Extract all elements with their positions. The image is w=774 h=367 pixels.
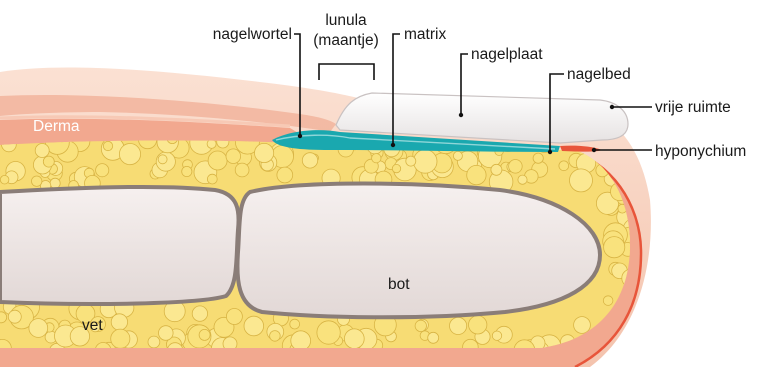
fat-cell bbox=[392, 164, 400, 172]
fat-cell bbox=[291, 331, 311, 351]
fat-cell bbox=[290, 319, 300, 329]
label-nagelwortel: nagelwortel bbox=[213, 26, 292, 43]
fat-cell bbox=[96, 164, 109, 177]
fat-cell bbox=[627, 331, 643, 347]
label-vrije-ruimte: vrije ruimte bbox=[655, 99, 731, 116]
fat-cell bbox=[207, 174, 217, 184]
label-vet: vet bbox=[82, 317, 103, 334]
fat-cell bbox=[603, 296, 613, 306]
fat-cell bbox=[235, 163, 249, 177]
fat-cell bbox=[415, 320, 426, 331]
fat-cell bbox=[244, 316, 264, 336]
fat-cell bbox=[32, 176, 42, 186]
fat-cell bbox=[469, 316, 487, 334]
fat-cell bbox=[226, 309, 242, 325]
label-nagelplaat: nagelplaat bbox=[471, 46, 543, 63]
fat-cell bbox=[317, 321, 340, 344]
fat-cell bbox=[208, 151, 227, 170]
fat-cell bbox=[119, 144, 140, 165]
label-bot: bot bbox=[388, 276, 410, 293]
label-matrix: matrix bbox=[404, 26, 446, 43]
fat-cell bbox=[50, 178, 60, 188]
fat-cell bbox=[619, 343, 631, 355]
fat-cell bbox=[199, 329, 210, 340]
fat-cell bbox=[111, 314, 127, 330]
fat-cell bbox=[111, 329, 130, 348]
fat-cell bbox=[302, 153, 317, 168]
fat-cell bbox=[372, 154, 381, 163]
fat-cell bbox=[518, 175, 527, 184]
fat-cell bbox=[226, 149, 241, 164]
fat-cell bbox=[0, 175, 9, 184]
fat-cell bbox=[570, 169, 593, 192]
bone-distal-phalanx bbox=[237, 184, 600, 318]
fat-cell bbox=[255, 143, 274, 162]
fat-cell bbox=[277, 167, 293, 183]
fat-cell bbox=[509, 160, 523, 174]
fat-cell bbox=[413, 150, 437, 174]
bone-left bbox=[0, 187, 239, 304]
fat-cell bbox=[491, 164, 502, 175]
fat-cell bbox=[192, 306, 207, 321]
fat-cell bbox=[344, 329, 364, 349]
label-nagelbed: nagelbed bbox=[567, 66, 631, 83]
fat-cell bbox=[533, 153, 543, 163]
label-lunula-sub: (maantje) bbox=[313, 32, 378, 49]
fat-cell bbox=[428, 332, 439, 343]
fat-cell bbox=[453, 151, 462, 160]
label-derma: Derma bbox=[33, 118, 80, 135]
fat-cell bbox=[492, 331, 501, 340]
fat-cell bbox=[43, 156, 54, 167]
fat-cell bbox=[158, 155, 167, 164]
label-hyponychium: hyponychium bbox=[655, 143, 746, 160]
fat-cell bbox=[8, 310, 21, 323]
fat-cell bbox=[559, 161, 569, 171]
fat-cell bbox=[182, 166, 192, 176]
fat-cell bbox=[159, 326, 174, 341]
fat-cell bbox=[148, 336, 160, 348]
fat-cell bbox=[406, 156, 416, 166]
fat-cell bbox=[35, 144, 49, 158]
label-lunula: lunula bbox=[325, 12, 367, 29]
fat-cell bbox=[574, 317, 591, 334]
fat-cell bbox=[270, 331, 281, 342]
fat-cell bbox=[29, 319, 48, 338]
fat-cell bbox=[103, 141, 112, 150]
fat-cell bbox=[604, 237, 625, 258]
fat-cell bbox=[467, 165, 486, 184]
fat-cell bbox=[450, 317, 467, 334]
